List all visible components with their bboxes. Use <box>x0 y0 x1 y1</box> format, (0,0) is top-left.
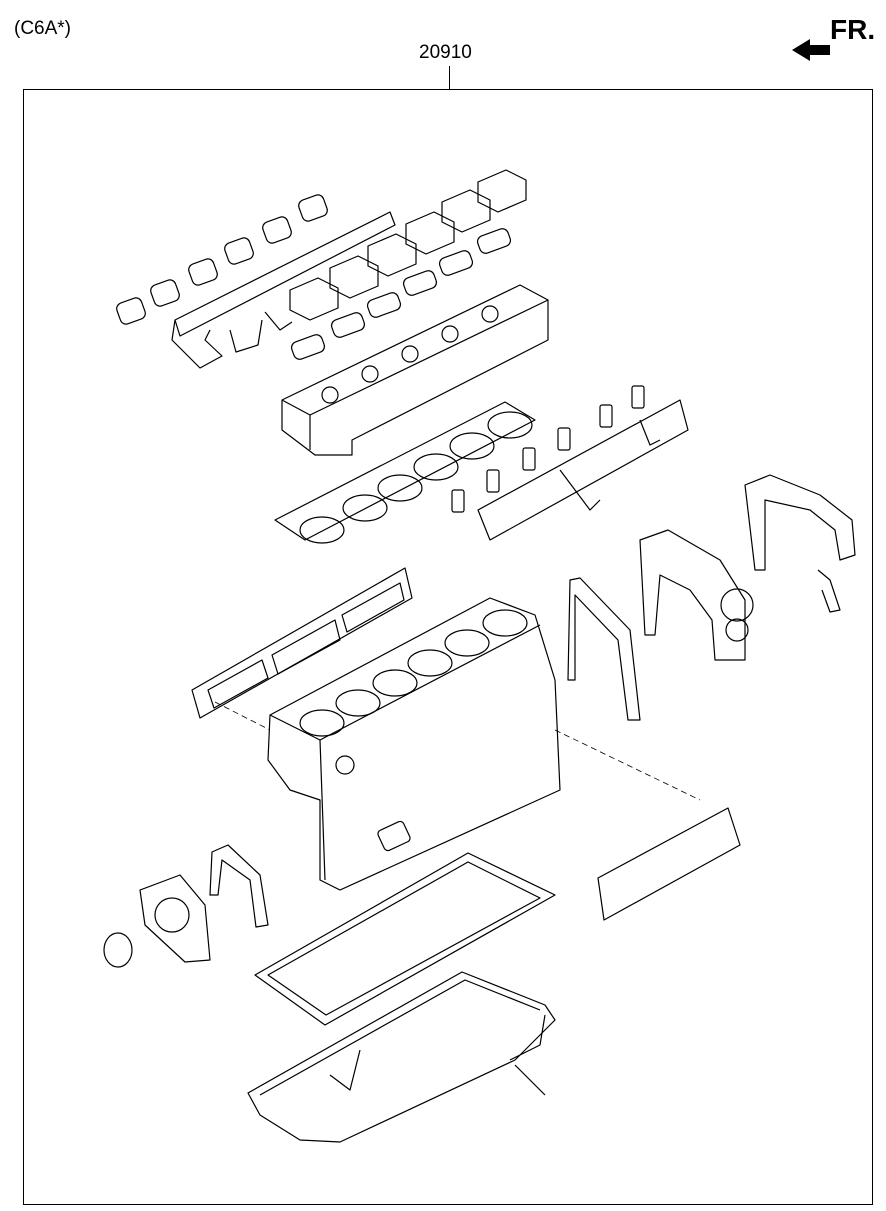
cylinder-block <box>267 597 561 891</box>
intake-manifold <box>171 211 396 369</box>
cylinder-head-gasket <box>274 401 536 544</box>
timing-gear-gaskets <box>567 474 856 721</box>
cylinder-head <box>281 284 549 456</box>
front-arrow-icon <box>792 39 830 61</box>
oil-cooler-gasket <box>597 807 741 921</box>
intake-port-gaskets <box>116 194 328 325</box>
diagram-frame <box>23 89 873 1205</box>
part-number-leader-line <box>449 66 450 90</box>
side-cover-gasket <box>191 567 413 719</box>
oil-pan <box>247 971 556 1143</box>
alignment-leader-lines <box>214 701 701 801</box>
cover-gaskets <box>290 228 512 360</box>
part-number-label[interactable]: 20910 <box>419 42 472 63</box>
front-direction-indicator: FR. <box>792 14 882 66</box>
oil-pan-gasket <box>254 852 556 1026</box>
rocker-cover-caps <box>289 169 527 321</box>
rear-seal-parts <box>103 844 269 968</box>
exhaust-manifold <box>477 399 689 541</box>
exhaust-port-gaskets <box>451 385 645 513</box>
front-label: FR. <box>830 14 876 45</box>
variant-code: (C6A*) <box>14 18 72 39</box>
